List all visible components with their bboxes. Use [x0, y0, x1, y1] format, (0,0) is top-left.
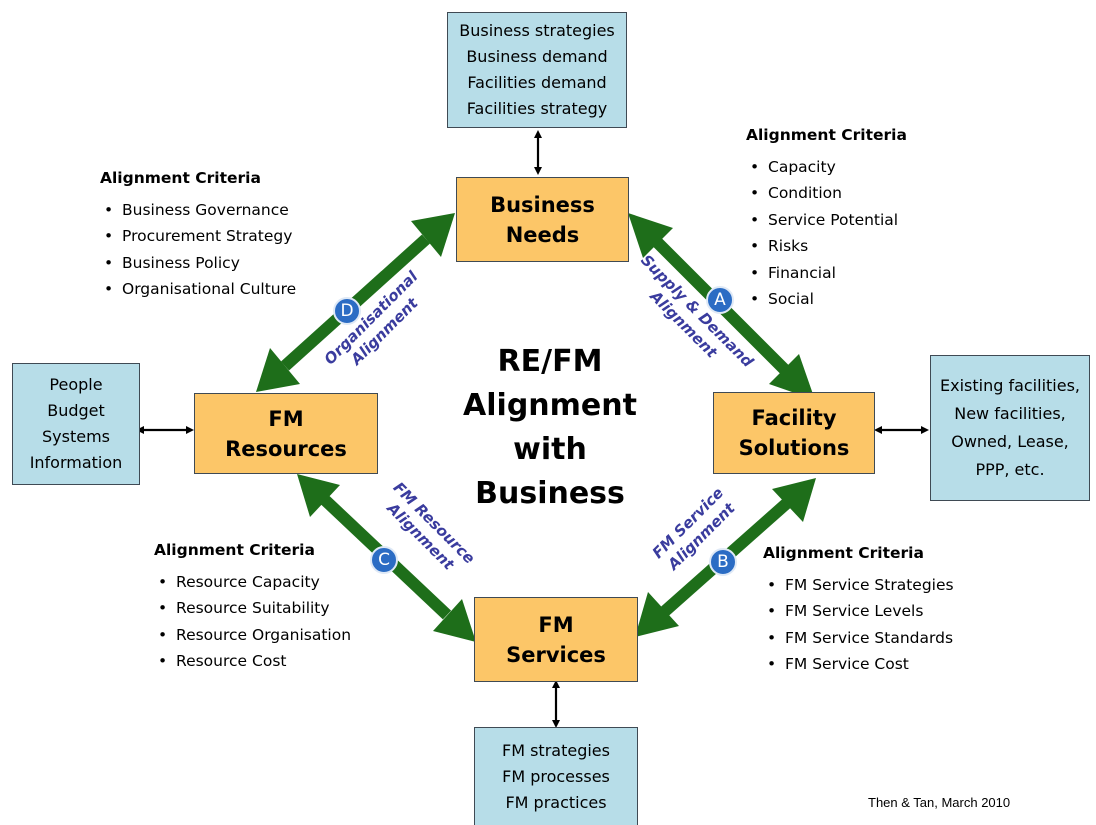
node-fm-resources: FM Resources — [194, 393, 378, 474]
criteria-list: Capacity Condition Service Potential Ris… — [746, 154, 907, 313]
criteria-item: Financial — [746, 260, 907, 287]
criteria-item: Business Governance — [100, 197, 296, 224]
criteria-item: Resource Organisation — [154, 622, 351, 649]
criteria-item: FM Service Standards — [763, 625, 954, 652]
node-label: FM — [538, 612, 574, 637]
badge-a: A — [706, 286, 734, 314]
criteria-heading: Alignment Criteria — [154, 541, 315, 559]
context-line: Business demand — [466, 47, 608, 66]
context-line: FM processes — [502, 766, 610, 786]
node-label: Solutions — [738, 436, 850, 460]
criteria-item: Social — [746, 286, 907, 313]
context-box-facilities: Existing facilities, New facilities, Own… — [930, 355, 1090, 501]
node-facility-solutions: Facility Solutions — [713, 392, 875, 474]
criteria-item: Procurement Strategy — [100, 223, 296, 250]
criteria-item: FM Service Strategies — [763, 572, 954, 599]
criteria-item: Resource Suitability — [154, 595, 351, 622]
criteria-item: Capacity — [746, 154, 907, 181]
criteria-item: FM Service Levels — [763, 598, 954, 625]
center-title-line: RE/FM — [497, 344, 603, 379]
center-title-line: with — [513, 432, 587, 467]
context-line: PPP, etc. — [975, 460, 1045, 479]
criteria-heading: Alignment Criteria — [746, 126, 907, 144]
criteria-heading: Alignment Criteria — [763, 544, 924, 562]
criteria-item: Service Potential — [746, 207, 907, 234]
context-box-business: Business strategies Business demand Faci… — [447, 12, 627, 128]
node-label: Needs — [505, 222, 580, 247]
criteria-item: Organisational Culture — [100, 276, 296, 303]
context-box-services: FM strategies FM processes FM practices — [474, 727, 638, 825]
criteria-item: Risks — [746, 233, 907, 260]
criteria-item: FM Service Cost — [763, 651, 954, 678]
criteria-item: Condition — [746, 180, 907, 207]
context-line: New facilities, — [954, 404, 1066, 423]
criteria-top-left: Alignment Criteria Business Governance P… — [100, 165, 296, 303]
criteria-item: Business Policy — [100, 250, 296, 277]
center-title-line: Business — [475, 476, 625, 511]
center-title: RE/FM Alignment with Business — [430, 340, 670, 516]
node-label: Services — [506, 642, 606, 667]
criteria-list: Business Governance Procurement Strategy… — [100, 197, 296, 303]
context-line: Facilities demand — [467, 73, 607, 92]
context-line: Budget — [47, 401, 105, 420]
context-line: Existing facilities, — [939, 376, 1080, 395]
context-line: FM strategies — [502, 740, 610, 760]
center-title-line: Alignment — [463, 388, 637, 423]
node-label: Business — [490, 192, 595, 217]
badge-c: C — [370, 546, 398, 574]
criteria-bottom-right: Alignment Criteria FM Service Strategies… — [763, 540, 954, 678]
context-line: Business strategies — [459, 21, 615, 40]
context-line: Owned, Lease, — [951, 432, 1069, 451]
context-line: Systems — [42, 427, 110, 446]
criteria-item: Resource Cost — [154, 648, 351, 675]
context-line: Information — [29, 453, 123, 472]
credit-text: Then & Tan, March 2010 — [868, 795, 1011, 810]
badge-d: D — [333, 297, 361, 325]
criteria-heading: Alignment Criteria — [100, 169, 261, 187]
criteria-bottom-left: Alignment Criteria Resource Capacity Res… — [154, 537, 351, 675]
criteria-list: FM Service Strategies FM Service Levels … — [763, 572, 954, 678]
node-label: Resources — [225, 436, 347, 461]
context-line: People — [49, 375, 103, 394]
node-label: Facility — [751, 406, 837, 430]
context-box-resources: People Budget Systems Information — [12, 363, 140, 485]
context-line: FM practices — [505, 792, 607, 812]
context-line: Facilities strategy — [466, 99, 608, 118]
node-label: FM — [268, 406, 304, 431]
criteria-list: Resource Capacity Resource Suitability R… — [154, 569, 351, 675]
node-fm-services: FM Services — [474, 597, 638, 682]
node-business-needs: Business Needs — [456, 177, 629, 262]
criteria-top-right: Alignment Criteria Capacity Condition Se… — [746, 122, 907, 313]
badge-b: B — [709, 548, 737, 576]
criteria-item: Resource Capacity — [154, 569, 351, 596]
